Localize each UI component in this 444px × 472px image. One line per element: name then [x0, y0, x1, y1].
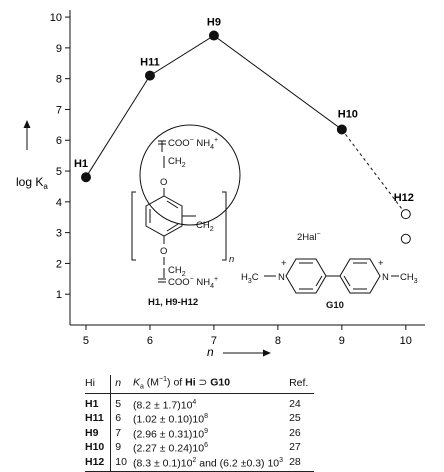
x-tick-label: 7 [211, 335, 217, 347]
guest-caption: G10 [326, 300, 344, 311]
cell-value: (8.2 ± 1.7)104 [132, 398, 197, 412]
table-row: H9 7 (2.96 ± 0.31)109 26 [85, 425, 314, 441]
y-axis-title: log Ka [16, 120, 48, 191]
host-repeat-n: n [229, 254, 234, 265]
y-tick-label: 8 [56, 74, 62, 86]
guest-structure: 2Hal− H3C N + N + CH3 G10 [241, 231, 418, 311]
cell-value: (2.27 ± 0.24)106 [132, 442, 209, 455]
table-row: H10 9 (2.27 ± 0.24)106 27 [85, 440, 314, 455]
cell-ref: 24 [289, 397, 301, 410]
data-point [144, 70, 155, 81]
host-top-carboxylate: COO− NH4+ [168, 137, 218, 151]
y-tick-label: 1 [56, 289, 62, 301]
cell-value: (8.3 ± 0.1)102 and (6.2 ±0.3) 103 [132, 454, 290, 472]
cell-hi: H10 [85, 441, 105, 454]
chart-lines [85, 34, 407, 215]
host-bottom-oxygen: O [160, 246, 167, 257]
col-header-ka: Ka (M−1) of Hi ⊃ G10 [132, 375, 290, 394]
cell-ref: 28 [289, 454, 315, 472]
y-tick-label: 7 [56, 104, 62, 116]
table-header-row: Hi n Ka (M−1) of Hi ⊃ G10 Ref. [85, 375, 315, 394]
x-axis-label: n [207, 345, 214, 359]
cell-value: (2.96 ± 0.31)109 [132, 427, 209, 441]
data-point [400, 209, 411, 220]
x-tick-label: 8 [275, 335, 281, 347]
host-bottom-carboxylate: COO− NH4+ [168, 276, 218, 290]
guest-left-charge: + [281, 258, 287, 269]
cell-ref: 27 [289, 441, 301, 454]
guest-right-methyl: CH3 [400, 272, 418, 285]
cell-n: 9 [110, 440, 133, 455]
cell-hi: H12 [85, 454, 111, 472]
x-tick-label: 9 [339, 335, 345, 347]
binding-constants-table: Hi n Ka (M−1) of Hi ⊃ G10 Ref. H1 5 (8.2… [85, 375, 315, 472]
col-header-ref: Ref. [289, 375, 315, 394]
cell-ref: 26 [289, 426, 301, 439]
x-tick-label: 6 [147, 335, 153, 347]
cell-value: (1.02 ± 0.10)108 [132, 413, 209, 426]
y-tick-label: 2 [56, 258, 62, 270]
cell-hi: H11 [85, 412, 104, 425]
y-tick-label: 5 [56, 166, 62, 178]
cell-n: 5 [110, 393, 133, 412]
col-header-n: n [110, 375, 133, 394]
y-tick-label: 10 [50, 12, 62, 24]
guest-right-charge: + [378, 258, 384, 269]
table-row: H12 10 (8.3 ± 0.1)102 and (6.2 ±0.3) 103… [85, 454, 315, 472]
cell-n: 10 [110, 454, 133, 472]
cell-hi: H9 [85, 426, 99, 439]
point-label: H10 [338, 108, 358, 120]
point-label: H12 [394, 192, 414, 204]
host-top-oxygen: O [160, 177, 167, 188]
data-point [400, 233, 411, 244]
guest-left-nitrogen: N [278, 272, 285, 283]
chart-ticks: 1 2 3 4 5 6 7 8 9 10 5 6 7 8 9 10 [50, 12, 412, 347]
x-axis-title: n [207, 345, 271, 359]
table-row: H11 6 (1.02 ± 0.10)108 25 [85, 411, 314, 426]
cell-hi: H1 [85, 397, 99, 410]
chart-axes [69, 10, 425, 326]
y-tick-label: 4 [56, 197, 62, 209]
y-tick-label: 9 [56, 43, 62, 55]
col-header-hi: Hi [85, 375, 111, 394]
point-label: H9 [207, 17, 221, 29]
svg-text:log Ka: log Ka [16, 175, 48, 191]
y-tick-label: 3 [56, 228, 62, 240]
host-bottom-ch2: CH2 [168, 265, 186, 278]
host-caption: H1, H9-H12 [148, 297, 198, 308]
guest-right-nitrogen: N [382, 272, 389, 283]
x-tick-label: 10 [400, 335, 412, 347]
x-tick-label: 5 [83, 335, 89, 347]
cell-n: 7 [110, 425, 133, 441]
point-label: H11 [140, 57, 160, 69]
guest-left-methyl: H3C [241, 272, 259, 285]
data-point [336, 124, 347, 135]
series-line-solid [85, 34, 343, 178]
guest-counterion: 2Hal− [297, 231, 321, 243]
table-row: H1 5 (8.2 ± 1.7)104 24 [85, 393, 314, 412]
host-structure: COO− NH4+ CH2 O CH2 n O CH2 COO− NH4+ H1… [131, 124, 241, 308]
point-label: H1 [74, 158, 88, 170]
host-top-ch2: CH2 [168, 156, 186, 169]
cell-n: 6 [110, 411, 133, 426]
data-point [208, 30, 219, 41]
y-tick-label: 6 [56, 135, 62, 147]
host-ring-ch2: CH2 [196, 220, 214, 233]
cell-ref: 25 [289, 412, 301, 425]
data-point [80, 172, 91, 183]
